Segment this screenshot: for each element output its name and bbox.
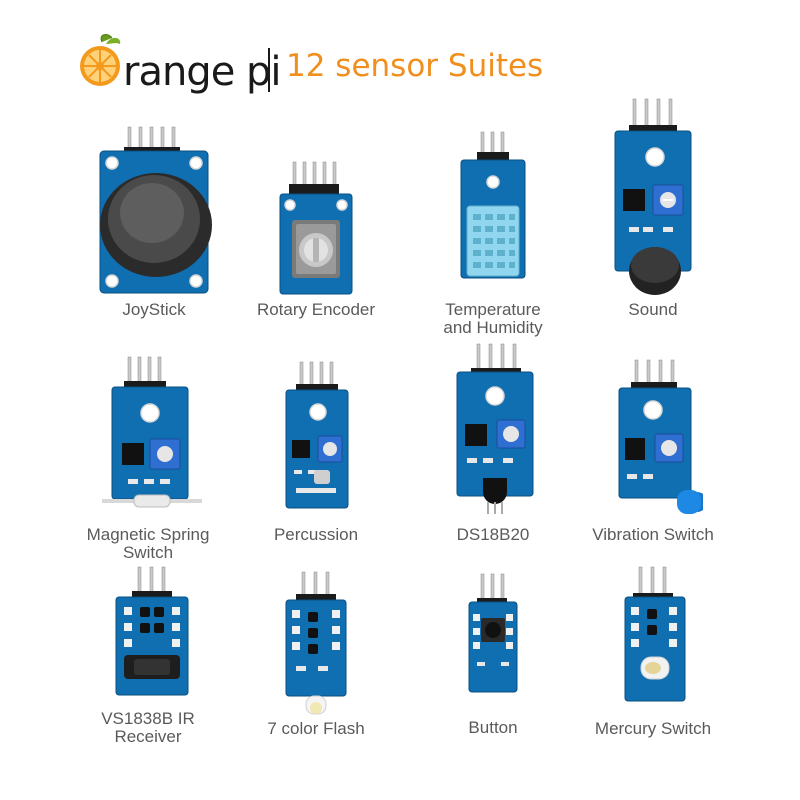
sensor-vibration-switch: Vibration Switch	[553, 358, 753, 544]
sensor-label: 7 color Flash	[267, 719, 365, 738]
rotary-encoder-module-icon	[279, 161, 353, 295]
sensor-label: DS18B20	[456, 525, 530, 544]
sensor-seven-color-flash: 7 color Flash	[216, 570, 416, 738]
sensor-label: JoyStick	[122, 300, 186, 319]
joystick-module-icon	[99, 126, 212, 294]
sensor-label: Button	[468, 718, 518, 737]
seven-color-flash-module-icon	[285, 571, 347, 715]
sound-module-icon	[614, 98, 692, 295]
sensor-joystick: JoyStick	[54, 125, 254, 319]
sensor-label: Rotary Encoder	[256, 300, 376, 319]
header-divider	[268, 48, 270, 92]
sensor-sound: Sound	[553, 97, 753, 319]
ds18b20-module-icon	[456, 343, 534, 514]
ir-receiver-module-icon	[115, 566, 189, 696]
sensor-ds18b20: DS18B20	[393, 342, 593, 544]
vibration-switch-module-icon	[618, 359, 703, 514]
brand-name: range pi	[123, 49, 282, 95]
sensor-mercury-switch: Mercury Switch	[553, 565, 753, 738]
sensor-label: Percussion	[273, 525, 359, 544]
sensor-percussion: Percussion	[216, 360, 416, 544]
sensor-label: Vibration Switch	[592, 525, 714, 544]
reed-switch-module-icon	[102, 356, 202, 508]
mercury-switch-module-icon	[624, 566, 686, 702]
page-title: 12 sensor Suites	[286, 48, 544, 84]
sensor-button: Button	[393, 572, 593, 737]
page-header: range pi 12 sensor Suites	[78, 32, 638, 96]
sensor-rotary-encoder: Rotary Encoder	[216, 160, 416, 319]
orange-logo-icon	[80, 34, 121, 86]
dht11-module-icon	[460, 131, 526, 279]
percussion-module-icon	[285, 361, 349, 509]
sensor-label: Mercury Switch	[594, 719, 712, 738]
button-module-icon	[468, 573, 518, 693]
sensor-label: Sound	[628, 300, 678, 319]
